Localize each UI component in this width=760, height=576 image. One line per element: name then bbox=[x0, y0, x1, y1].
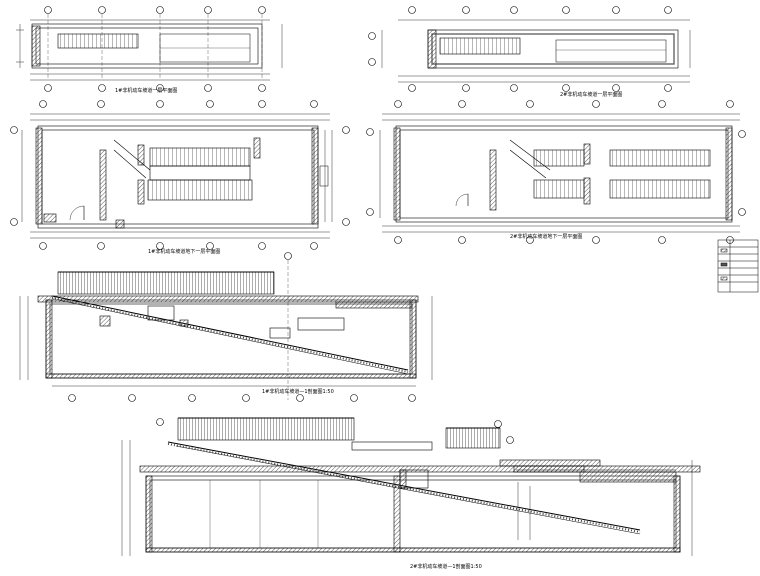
plan-b bbox=[368, 6, 691, 92]
plan-a bbox=[16, 6, 283, 92]
plan-d bbox=[366, 100, 746, 244]
plan-c bbox=[10, 100, 350, 250]
legend-table bbox=[717, 239, 759, 293]
plan-c-title: 1#非机动车坡道地下一层平面图 bbox=[148, 248, 220, 255]
section-b bbox=[121, 417, 701, 556]
section-a bbox=[19, 252, 433, 402]
section-a-title: 1#非机动车坡道—1剖面图1:50 bbox=[262, 388, 334, 395]
section-b-title: 2#非机动车坡道—1剖面图1:50 bbox=[410, 563, 482, 570]
plan-d-title: 2#非机动车坡道地下一层平面图 bbox=[510, 233, 582, 240]
plan-a-axis-top bbox=[44, 6, 266, 80]
plan-b-title: 2#非机动车坡道一层平面图 bbox=[560, 91, 622, 98]
plan-a-title: 1#非机动车坡道一层平面图 bbox=[115, 87, 177, 94]
